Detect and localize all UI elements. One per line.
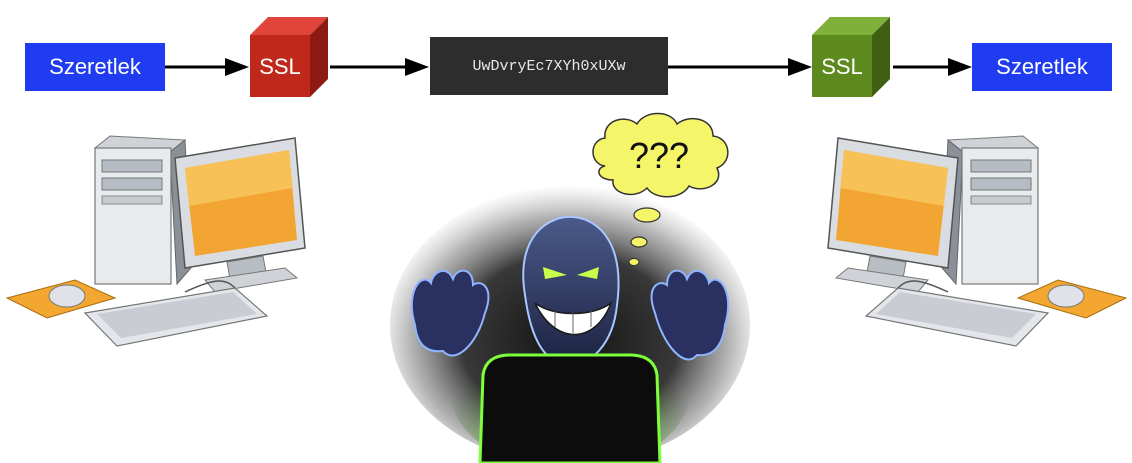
ciphertext-label: UwDvryEc7XYh0xUXw [472,58,625,75]
ssl-decrypt-cube: SSL [810,15,894,99]
ssl-decrypt-label: SSL [821,54,863,79]
plaintext-right-box: Szeretlek [972,43,1112,91]
arrow-right-icon [893,55,973,79]
arrow-right-icon [668,55,813,79]
receiver-computer-icon [818,128,1128,353]
ssl-encrypt-cube: SSL [248,15,332,99]
plaintext-left-label: Szeretlek [49,54,141,80]
arrow-right-icon [165,55,250,79]
plaintext-left-box: Szeretlek [25,43,165,91]
thought-text: ??? [629,135,689,176]
thought-bubble-icon: ??? [585,108,735,268]
arrow-right-icon [330,55,430,79]
ciphertext-box: UwDvryEc7XYh0xUXw [430,37,668,95]
ssl-encrypt-label: SSL [259,54,301,79]
plaintext-right-label: Szeretlek [996,54,1088,80]
sender-computer-icon [5,128,315,353]
